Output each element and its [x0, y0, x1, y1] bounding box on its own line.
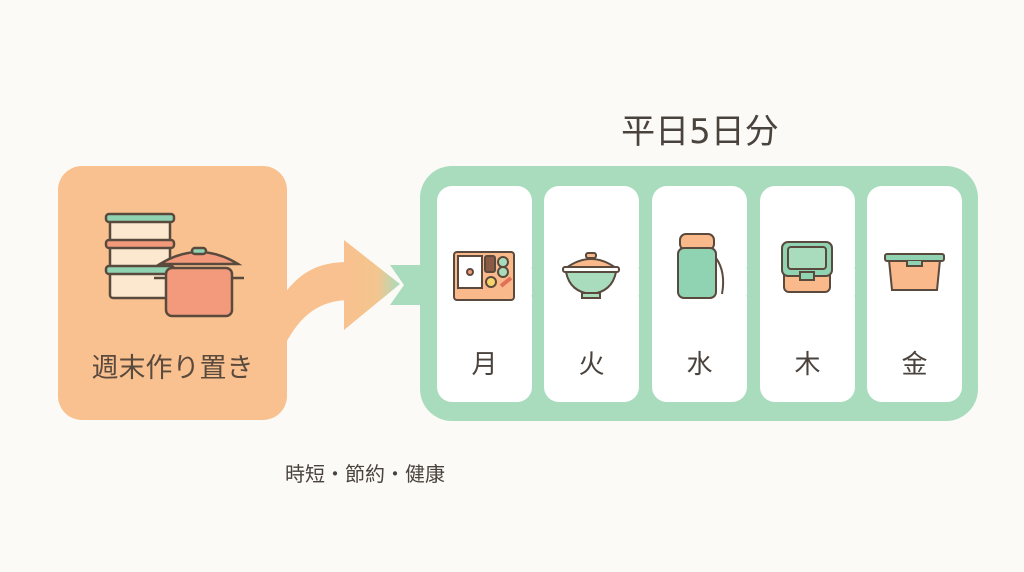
bento-box-icon	[453, 251, 515, 301]
thermos-jar-icon	[677, 233, 725, 299]
chevron-right-icon	[746, 267, 760, 297]
day-card-tuesday: 火	[544, 186, 639, 402]
chevron-right-icon	[531, 267, 545, 297]
chevron-right-icon	[854, 267, 868, 297]
day-card-monday: 月	[437, 186, 532, 402]
weekday-container: 月 火 水	[420, 166, 978, 421]
day-label: 金	[901, 350, 928, 380]
day-card-friday: 金	[867, 186, 962, 402]
day-card-wednesday: 水	[652, 186, 747, 402]
chevron-right-icon	[638, 267, 652, 297]
meal-prep-icon	[104, 212, 244, 318]
day-label: 火	[578, 350, 605, 380]
day-label: 木	[794, 350, 821, 380]
benefits-caption: 時短・節約・健康	[285, 462, 445, 486]
square-container-icon	[781, 241, 833, 293]
weekend-prep-label: 週末作り置き	[91, 353, 254, 384]
rectangular-container-icon	[884, 253, 945, 291]
day-card-thursday: 木	[760, 186, 855, 402]
week-title: 平日5日分	[621, 112, 779, 152]
weekend-prep-box: 週末作り置き	[58, 166, 287, 420]
day-label: 水	[686, 350, 713, 380]
rice-bowl-icon	[562, 252, 620, 299]
day-label: 月	[471, 350, 498, 380]
